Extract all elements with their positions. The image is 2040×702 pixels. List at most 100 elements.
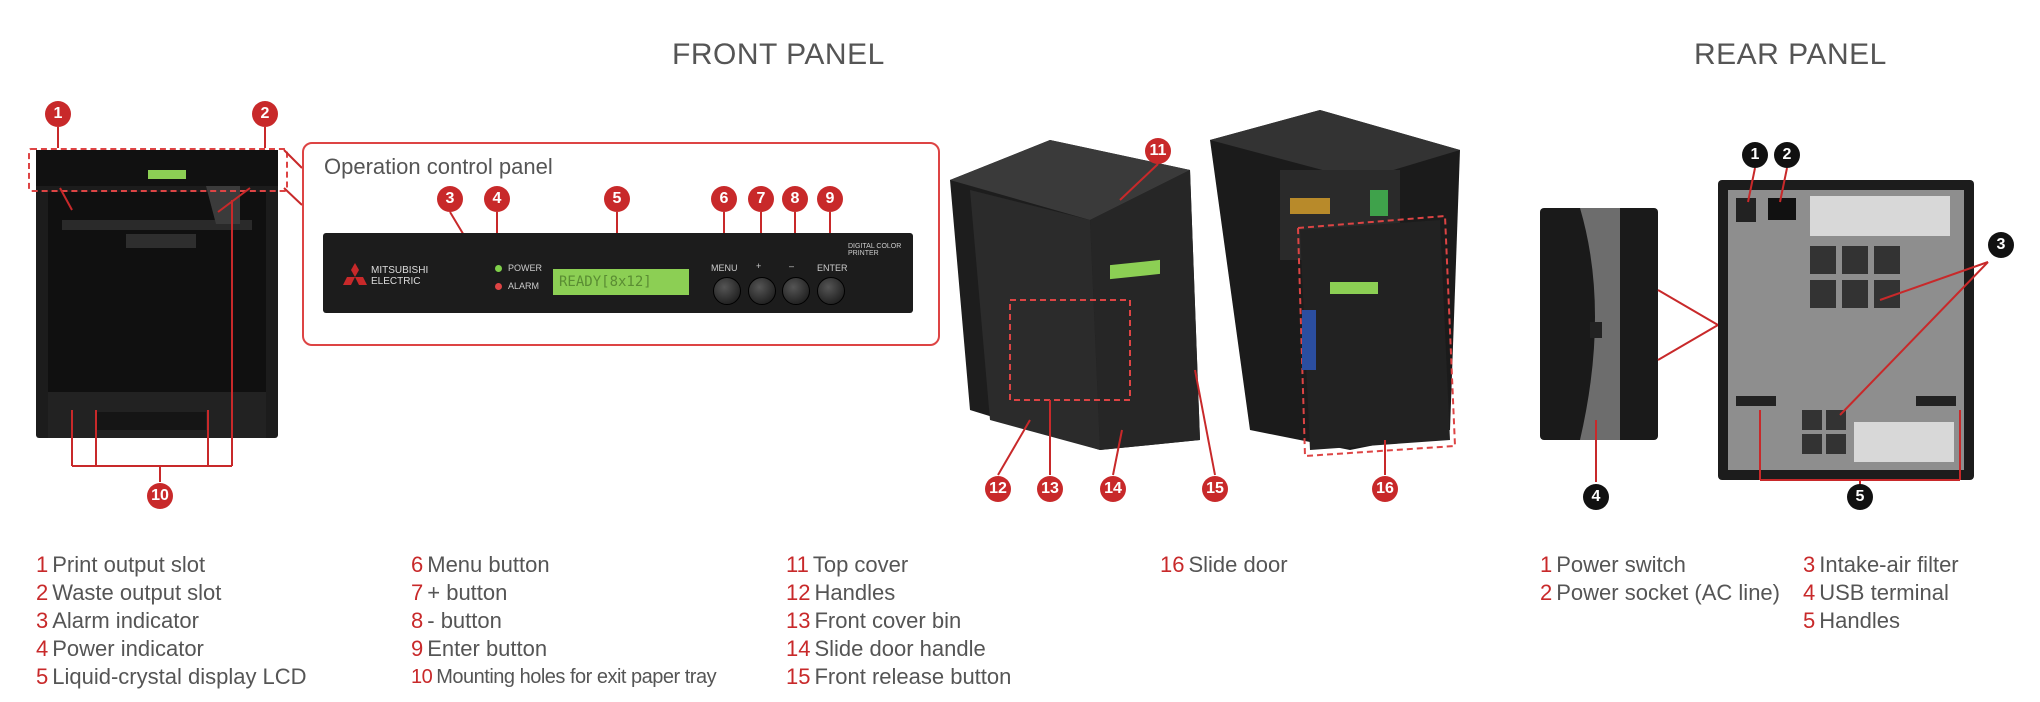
- legend-text: Print output slot: [52, 552, 206, 577]
- legend-text: Top cover: [812, 552, 909, 577]
- legend-text: Mounting holes for exit paper tray: [436, 666, 717, 688]
- alarm-label: ALARM: [508, 281, 540, 291]
- legend-text: Handles: [814, 580, 896, 605]
- legend-text: Power indicator: [52, 636, 204, 661]
- rear-panel-heading: REAR PANEL: [1694, 38, 1887, 71]
- legend-number: 15: [786, 664, 811, 689]
- legend-number: 13: [786, 608, 811, 633]
- legend-number: 7: [411, 580, 424, 605]
- callout-4: 4: [484, 186, 510, 212]
- alarm-indicator: [495, 283, 502, 290]
- menu-label: MENU: [711, 263, 738, 273]
- minus-label: –: [789, 261, 795, 271]
- callout-13: 13: [1037, 476, 1063, 502]
- legend-number: 3: [36, 608, 49, 633]
- legend-text: Slide door: [1188, 552, 1288, 577]
- operation-panel-label: Operation control panel: [324, 154, 553, 179]
- legend-text: + button: [427, 580, 508, 605]
- legend-item: 7+ button: [411, 579, 716, 607]
- legend-text: Slide door handle: [814, 636, 986, 661]
- rear-callout-3: 3: [1988, 232, 2014, 258]
- model-text: DIGITAL COLOR PRINTER: [848, 243, 902, 257]
- minus-button[interactable]: [782, 277, 810, 305]
- callout-15: 15: [1202, 476, 1228, 502]
- legend-number: 2: [1540, 580, 1553, 605]
- callout-1: 1: [45, 101, 71, 127]
- legend-number: 10: [411, 666, 433, 688]
- legend-number: 5: [1803, 608, 1816, 633]
- legend-number: 1: [1540, 552, 1553, 577]
- legend-number: 2: [36, 580, 49, 605]
- legend-text: Liquid-crystal display LCD: [52, 664, 307, 689]
- legend-text: Handles: [1819, 608, 1900, 633]
- legend-text: USB terminal: [1819, 580, 1949, 605]
- enter-label: ENTER: [817, 263, 848, 273]
- callout-7: 7: [748, 186, 774, 212]
- operation-panel-box: [302, 142, 940, 346]
- plus-button[interactable]: [748, 277, 776, 305]
- legend-text: Menu button: [427, 552, 550, 577]
- legend-text: Front cover bin: [814, 608, 962, 633]
- legend-text: Waste output slot: [52, 580, 222, 605]
- power-indicator: [495, 265, 502, 272]
- power-label: POWER: [508, 263, 543, 273]
- legend-text: Intake-air filter: [1819, 552, 1959, 577]
- operation-panel-bar: MITSUBISHI ELECTRIC POWER ALARM READY[8x…: [323, 233, 913, 313]
- legend-text: Enter button: [427, 636, 548, 661]
- legend-number: 4: [36, 636, 49, 661]
- front-view-printer-drawing: [36, 150, 278, 438]
- legend-number: 16: [1160, 552, 1185, 577]
- legend-number: 5: [36, 664, 49, 689]
- callout-8: 8: [782, 186, 808, 212]
- legend-number: 9: [411, 636, 424, 661]
- rear-callout-5: 5: [1847, 484, 1873, 510]
- legend-number: 11: [786, 552, 809, 577]
- legend-number: 12: [786, 580, 811, 605]
- angled-printers-drawing: [950, 110, 1460, 458]
- legend-number: 8: [411, 608, 424, 633]
- legend-number: 1: [36, 552, 49, 577]
- rear-callout-1: 1: [1742, 142, 1768, 168]
- legend-number: 14: [786, 636, 811, 661]
- menu-button[interactable]: [713, 277, 741, 305]
- enter-button[interactable]: [817, 277, 845, 305]
- rear-callout-4: 4: [1583, 484, 1609, 510]
- callout-5: 5: [604, 186, 630, 212]
- callout-6: 6: [711, 186, 737, 212]
- front-panel-heading: FRONT PANEL: [672, 38, 885, 71]
- front-view-printer: [36, 150, 278, 438]
- rear-panel-drawing: [1540, 180, 1974, 480]
- legend-text: - button: [427, 608, 502, 633]
- legend-item: 8- button: [411, 607, 716, 635]
- legend-text: Front release button: [814, 664, 1012, 689]
- callout-16: 16: [1372, 476, 1398, 502]
- callout-10: 10: [147, 483, 173, 509]
- legend-text: Alarm indicator: [52, 608, 199, 633]
- callout-3: 3: [437, 186, 463, 212]
